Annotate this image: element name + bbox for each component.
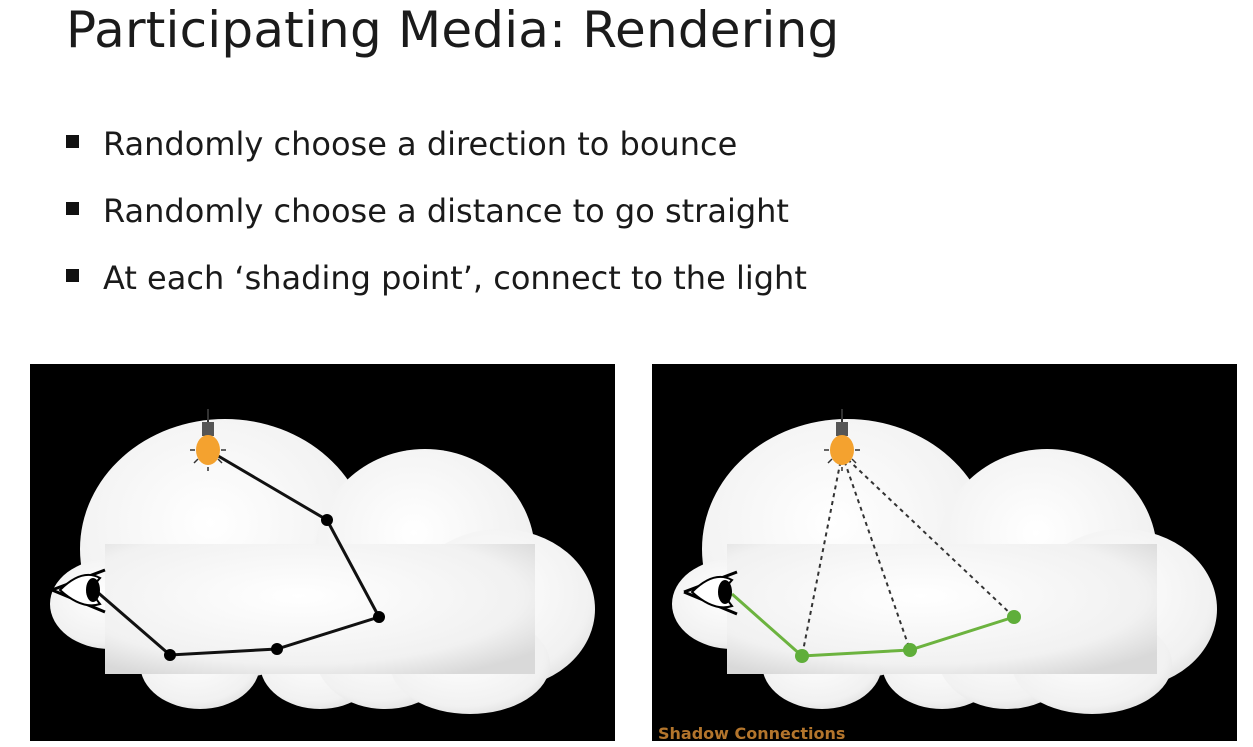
shading-point [1007,610,1021,624]
shading-point [903,643,917,657]
shadow-connections-figure: Shadow Connections [652,364,1237,743]
shading-point [321,514,333,526]
camera-path [731,592,1015,658]
random-walk-figure [30,364,615,741]
shading-point [164,649,176,661]
bullet-text: Randomly choose a distance to go straigh… [103,191,789,230]
bullet-text: At each ‘shading point’, connect to the … [103,258,807,297]
slide-title: Participating Media: Rendering [66,1,840,59]
shading-point [271,643,283,655]
random-walk-svg [50,409,595,714]
light-bulb-icon [190,409,226,471]
bullet-list: Randomly choose a direction to bounce Ra… [66,110,807,311]
eye-icon [51,568,106,614]
figure-caption: Shadow Connections [658,724,846,743]
shading-point [373,611,385,623]
square-bullet-icon [66,202,79,215]
bullet-item: Randomly choose a direction to bounce [66,110,807,177]
light-bulb-icon [824,409,860,471]
cloud-shape [672,419,1217,714]
square-bullet-icon [66,269,79,282]
bullet-item: Randomly choose a distance to go straigh… [66,177,807,244]
scatter-points [164,514,385,661]
shading-point [795,649,809,663]
shadow-connections-svg [672,409,1217,714]
shading-points [795,610,1021,663]
shadow-rays [801,453,1015,657]
square-bullet-icon [66,135,79,148]
eye-icon [683,570,738,616]
cloud-shape [50,419,595,714]
bullet-text: Randomly choose a direction to bounce [103,124,738,163]
scatter-path [94,448,382,657]
bullet-item: At each ‘shading point’, connect to the … [66,244,807,311]
